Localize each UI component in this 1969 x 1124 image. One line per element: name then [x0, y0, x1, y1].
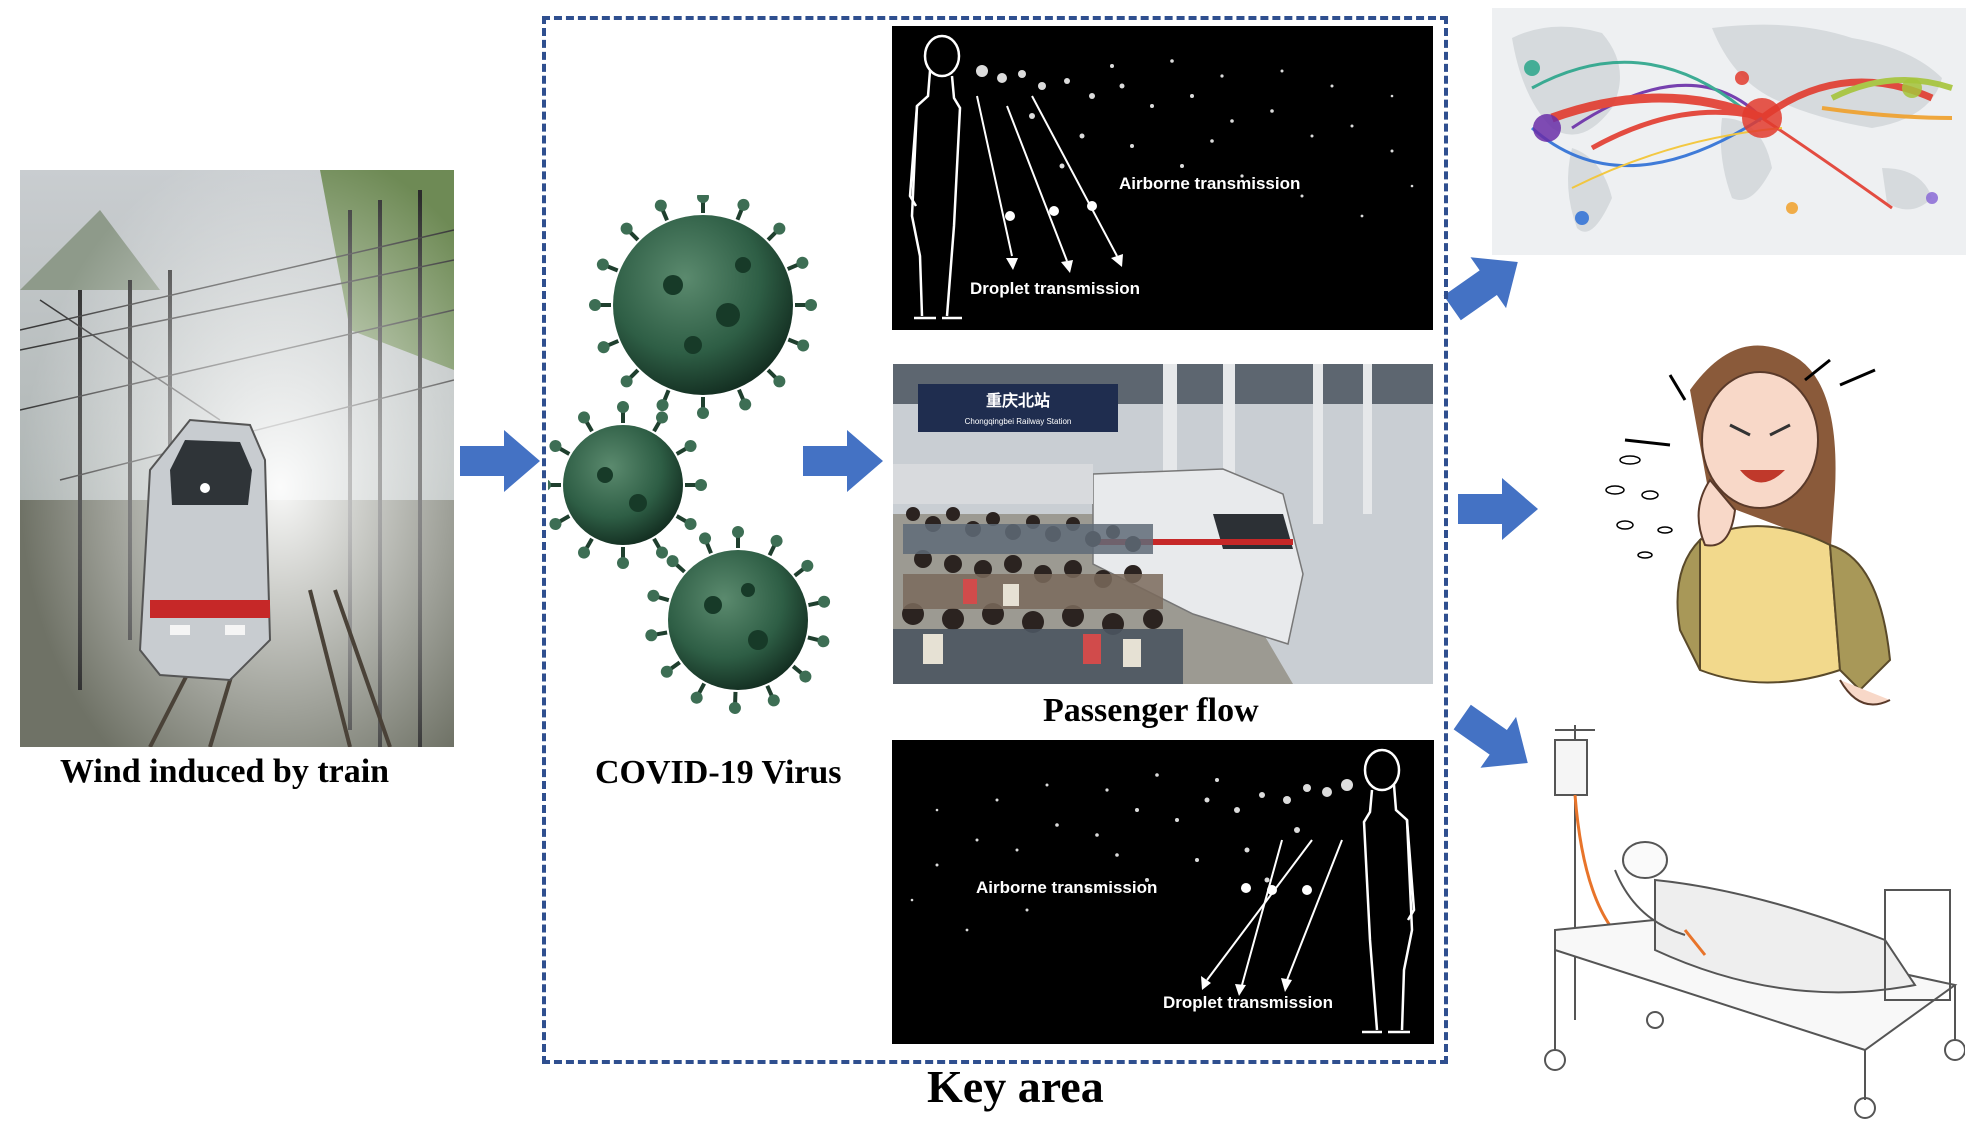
transmission-panel-bottom: Airborne transmission Droplet transmissi… [892, 740, 1434, 1044]
bottom-airborne-label: Airborne transmission [976, 878, 1157, 897]
hospital-bed-icon [1544, 725, 1965, 1119]
sneezing-person [1590, 330, 1960, 710]
virus-icon [587, 195, 819, 421]
passenger-caption: Passenger flow [1043, 692, 1259, 729]
high-speed-train-icon [20, 170, 454, 747]
station-photo: 重庆北站 Chongqingbei Railway Station [893, 364, 1433, 684]
station-sign [918, 384, 1118, 432]
virus-caption: COVID-19 Virus [595, 754, 842, 791]
right-arrow-icon [460, 430, 540, 492]
hospital-bed [1535, 720, 1965, 1120]
down-right-arrow-icon [1453, 704, 1528, 768]
crowd [893, 507, 1183, 684]
up-right-arrow-icon [1443, 257, 1518, 321]
top-airborne-label: Airborne transmission [1119, 174, 1300, 193]
sneezing-person-icon [1605, 345, 1892, 706]
virus-icon [642, 524, 834, 714]
station-sign-en: Chongqingbei Railway Station [965, 417, 1072, 426]
key-area-border [542, 16, 1448, 1064]
wind-caption: Wind induced by train [60, 753, 390, 790]
key-area-caption: Key area [927, 1061, 1104, 1112]
world-map [1492, 8, 1966, 255]
person-outline-icon [908, 34, 962, 320]
world-map-icon [1492, 8, 1966, 255]
person-outline-icon [1362, 748, 1416, 1034]
right-arrow-icon [803, 430, 883, 492]
transmission-panel-top: Airborne transmission Droplet transmissi… [892, 26, 1433, 330]
train-photo [20, 170, 454, 747]
top-droplet-label: Droplet transmission [970, 279, 1140, 298]
bottom-droplet-label: Droplet transmission [1163, 993, 1333, 1012]
station-sign-cn: 重庆北站 [986, 391, 1050, 410]
virus-cluster [548, 195, 834, 715]
virus-icon [548, 399, 709, 571]
right-arrow-icon [1458, 478, 1538, 540]
